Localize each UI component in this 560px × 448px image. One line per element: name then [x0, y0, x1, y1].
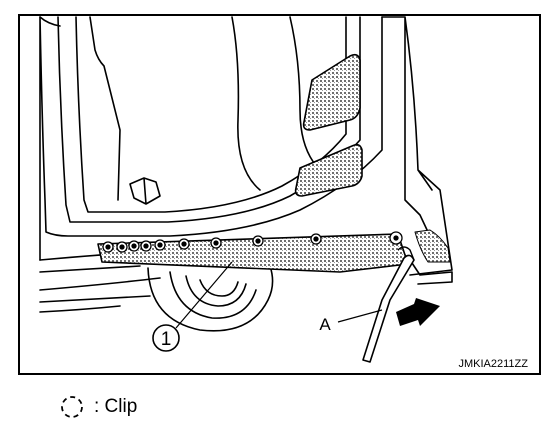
pillar-pocket-upper: [302, 53, 361, 131]
clip-center: [105, 244, 111, 250]
clip-center: [157, 242, 163, 248]
clip-center: [119, 244, 125, 250]
clip-center: [181, 241, 187, 247]
callout-label-a: A: [319, 315, 331, 334]
door-opening-outline: [39, 16, 383, 261]
clip-center: [313, 236, 319, 242]
sill-trim-part: [97, 233, 409, 273]
door-stop-block: [129, 177, 161, 205]
clip-center: [131, 243, 137, 249]
clip-center: [143, 243, 149, 249]
leader-line-1: [175, 261, 233, 329]
direction-arrow: [396, 298, 440, 326]
figure-code: JMKIA2211ZZ: [459, 358, 529, 370]
figure-frame: [18, 14, 541, 375]
leader-line-a: [337, 309, 383, 323]
callout-circle-1: [152, 324, 180, 352]
pillar-pocket-lower: [294, 143, 363, 197]
clip-center: [393, 235, 399, 241]
dashed-circle-icon: [61, 396, 83, 418]
clip-center: [213, 240, 219, 246]
legend: : Clip: [58, 392, 137, 422]
callout-label-1: 1: [161, 329, 172, 350]
rear-tire: [147, 265, 274, 332]
clip-center: [255, 238, 261, 244]
clip-row: [102, 231, 403, 253]
legend-clip-label: : Clip: [94, 396, 138, 417]
